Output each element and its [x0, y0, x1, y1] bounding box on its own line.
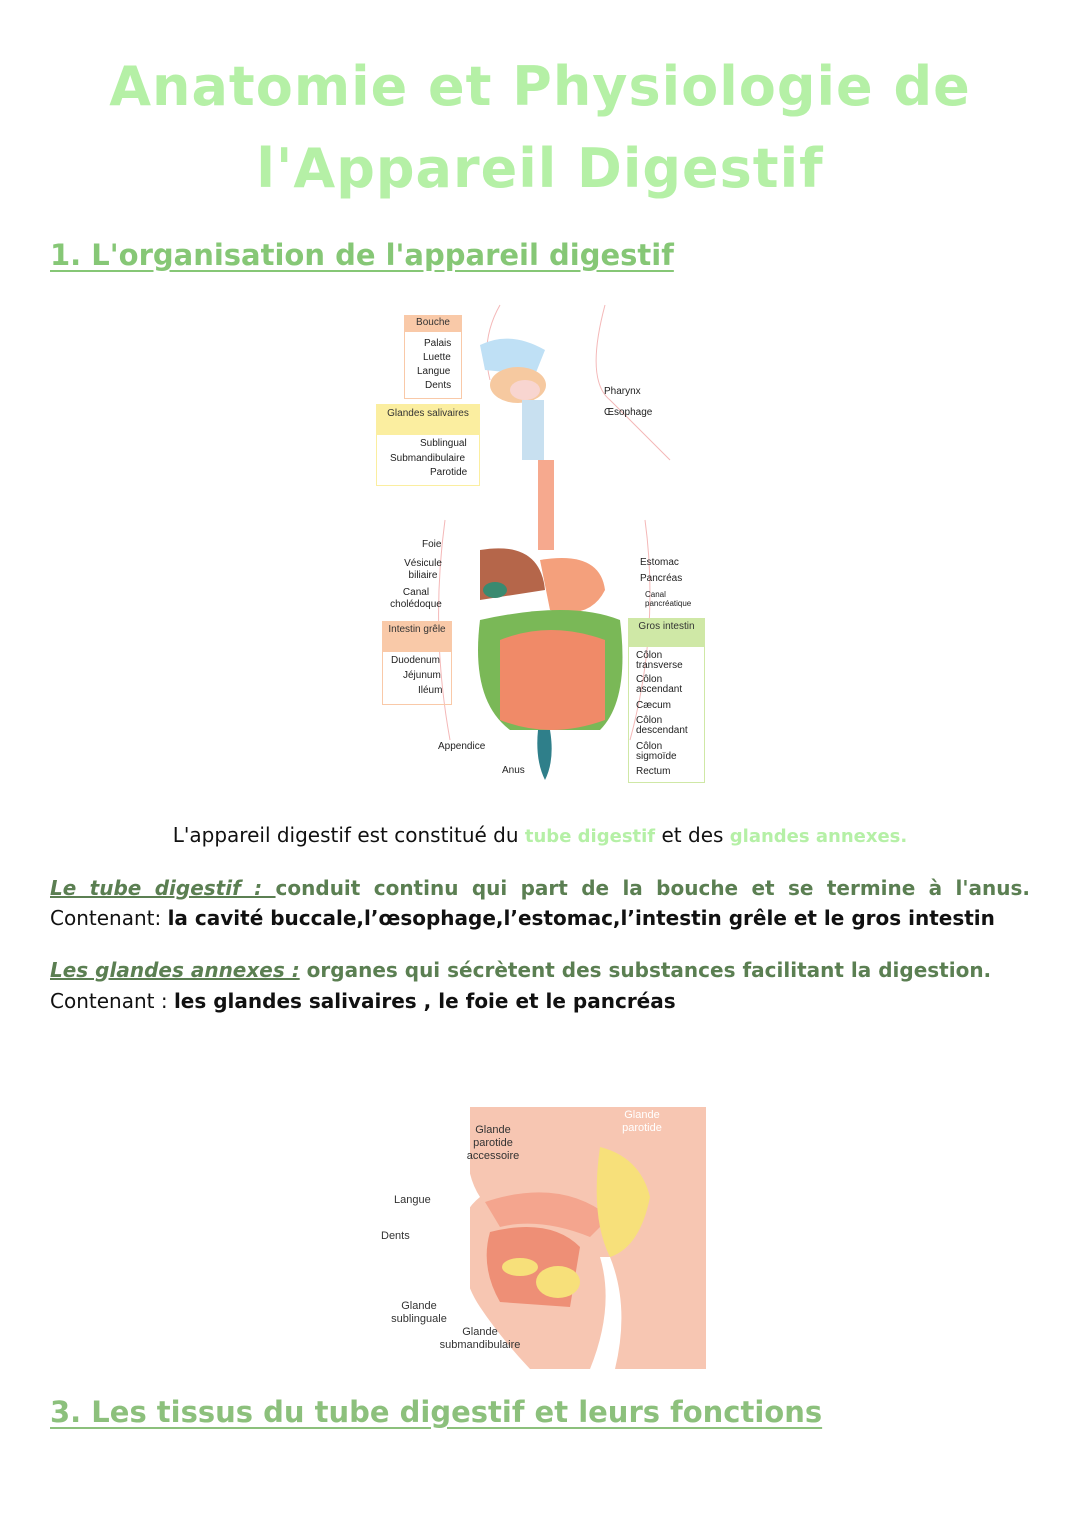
glandes-content: Contenant : les glandes salivaires , le …	[50, 989, 1030, 1013]
label-colon-transverse: Côlon transverse	[636, 650, 683, 671]
label-glande-parotide-accessoire: Glande parotide accessoire	[466, 1124, 520, 1162]
label-canal-choledoque: Canal cholédoque	[390, 587, 442, 610]
label-box-bouche: Bouche	[404, 315, 462, 331]
label-dents-2: Dents	[381, 1230, 410, 1242]
intro-text: L'appareil digestif est constitué du	[172, 823, 525, 847]
label-parotide: Parotide	[430, 467, 468, 478]
label-luette: Luette	[423, 352, 451, 363]
term-tube-digestif: tube digestif	[524, 826, 656, 847]
tube-definition: Le tube digestif : conduit continu qui p…	[50, 876, 1030, 900]
glandes-def: organes qui sécrètent des substances fac…	[299, 958, 992, 982]
label-palais: Palais	[424, 338, 452, 349]
tube-term: Le tube digestif :	[50, 876, 276, 900]
label-estomac: Estomac	[640, 557, 679, 568]
intro-paragraph: L'appareil digestif est constitué du tub…	[0, 823, 1080, 847]
label-langue-2: Langue	[394, 1194, 431, 1206]
section-1-heading: 1. L'organisation de l'appareil digestif	[50, 238, 674, 272]
glandes-content-list: les glandes salivaires , le foie et le p…	[173, 989, 676, 1013]
label-glande-submandibulaire: Glande submandibulaire	[439, 1326, 521, 1351]
tube-def: conduit continu qui part de la bouche et…	[275, 876, 1030, 900]
label-colon-sigmoide: Côlon sigmoïde	[636, 741, 677, 762]
glandes-box-border	[376, 434, 480, 486]
label-duodenum: Duodenum	[391, 655, 440, 666]
label-box-gros-intestin: Gros intestin	[628, 618, 705, 646]
tube-content: Contenant: la cavité buccale,l’œsophage,…	[50, 906, 1030, 930]
label-caecum: Cæcum	[636, 700, 672, 711]
label-sublingual: Sublingual	[420, 438, 467, 449]
label-submandibulaire: Submandibulaire	[390, 453, 466, 464]
label-oesophage: Œsophage	[604, 407, 653, 418]
label-glande-parotide-text: Glande parotide	[622, 1109, 662, 1134]
glandes-term: Les glandes annexes :	[50, 958, 300, 982]
label-pancreas: Pancréas	[640, 573, 683, 584]
tube-content-list: la cavité buccale,l’œsophage,l’estomac,l…	[167, 906, 995, 930]
intestin-box-border	[382, 651, 452, 705]
label-langue: Langue	[417, 366, 451, 377]
label-anus: Anus	[502, 765, 525, 776]
glandes-content-label: Contenant :	[50, 989, 174, 1013]
intro-text-middle: et des	[655, 823, 730, 847]
label-glande-sublinguale: Glande sublinguale	[391, 1300, 447, 1325]
label-ileum: Iléum	[418, 685, 443, 696]
label-vesicule: Vésicule biliaire	[404, 558, 442, 581]
label-foie: Foie	[422, 539, 442, 550]
title-line-1: Anatomie et Physiologie de	[109, 55, 971, 118]
gros-intestin-box-border	[628, 646, 705, 783]
label-jejunum: Jéjunum	[403, 670, 441, 681]
glandes-definition: Les glandes annexes : organes qui sécrèt…	[50, 958, 1030, 982]
term-glandes-annexes: glandes annexes.	[729, 826, 908, 847]
label-dents: Dents	[425, 380, 452, 391]
label-appendice: Appendice	[438, 741, 486, 752]
label-box-intestin-grele: Intestin grêle	[382, 621, 452, 651]
label-rectum: Rectum	[636, 766, 671, 777]
label-glande-parotide: Glande parotide	[612, 1109, 672, 1135]
label-colon-descendant: Côlon descendant	[636, 715, 688, 736]
label-canal-pancreatique: Canal pancréatique	[645, 590, 692, 608]
label-box-glandes: Glandes salivaires	[376, 404, 480, 434]
tube-content-label: Contenant:	[50, 906, 168, 930]
salivary-glands-illustration	[440, 1107, 706, 1369]
label-colon-ascendant: Côlon ascendant	[636, 674, 683, 695]
digestive-system-illustration	[438, 304, 671, 780]
label-pharynx: Pharynx	[604, 386, 641, 397]
section-3-heading: 3. Les tissus du tube digestif et leurs …	[50, 1395, 823, 1429]
title-line-2: l'Appareil Digestif	[256, 137, 824, 200]
bouche-box-border	[404, 331, 462, 399]
